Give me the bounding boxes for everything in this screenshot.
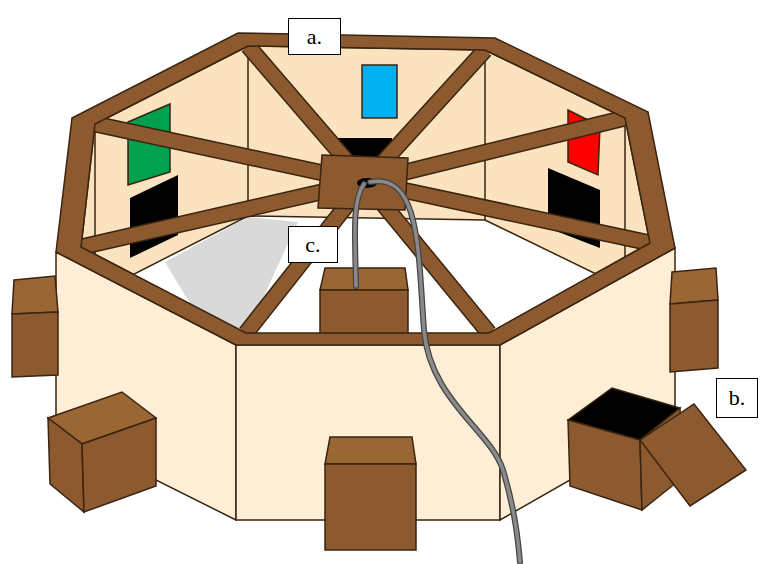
callout-letter: c. [305,234,320,256]
center-box-top [320,268,408,290]
outside-box [82,418,156,512]
outside-box [670,268,718,304]
callout-letter: b. [729,387,746,409]
outside-box [670,300,718,372]
callout-letter: a. [307,26,322,48]
outside-box [48,418,84,512]
outside-box [12,276,58,314]
outside-box [325,464,416,550]
box-lid [640,404,746,506]
center-box [320,290,408,335]
outside-box [12,312,58,377]
open-box [568,420,642,510]
callout-label: b. [716,378,758,418]
wall-edge [484,50,486,220]
callout-label: a. [288,18,341,55]
callout-label: c. [288,226,338,263]
blue-cue [362,65,397,118]
wall-edge [247,46,249,216]
doorway [130,175,178,258]
roof-rim [56,33,675,345]
outside-box [325,437,416,464]
